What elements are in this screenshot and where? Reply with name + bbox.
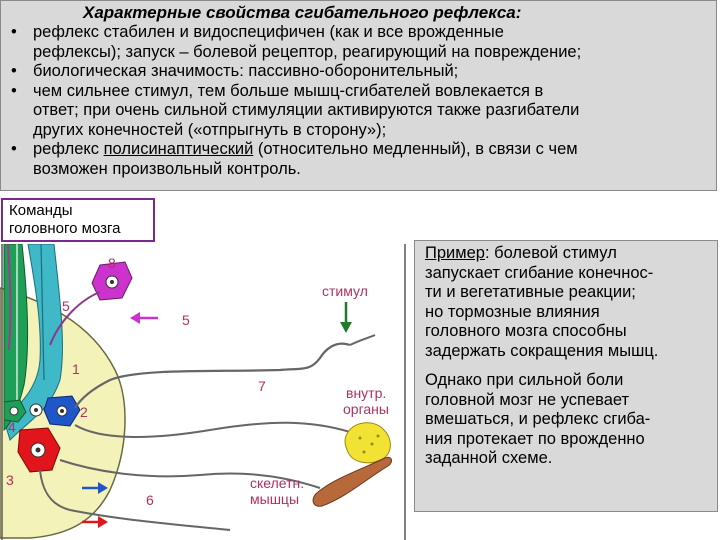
- label-n3: 3: [6, 472, 14, 488]
- internal-organ-icon: [344, 422, 391, 464]
- however-paragraph: Однако при сильной боли головной мозг не…: [425, 371, 651, 467]
- label-muscles-1: скелетн.: [250, 475, 304, 491]
- bullet: •: [11, 140, 17, 158]
- bullet: •: [11, 81, 17, 100]
- cyan-axon: [40, 244, 45, 381]
- bullet: •: [11, 62, 17, 80]
- properties-title: Характерные свойства сгибательного рефле…: [83, 3, 522, 22]
- label-n2: 2: [80, 404, 88, 420]
- neuron-cyan: [29, 403, 43, 417]
- label-n6: 6: [146, 492, 154, 508]
- label-organs-1: внутр.: [346, 385, 386, 401]
- cyan-tract: [3, 244, 63, 441]
- bullet: •: [11, 23, 17, 41]
- receptor-ending: [349, 334, 376, 346]
- skeletal-muscle-icon: [312, 456, 393, 507]
- sensory-fiber: [74, 342, 351, 409]
- property-item: • рефлекс полисинаптический (относительн…: [11, 140, 578, 178]
- brain-commands-line1: Команды: [9, 202, 73, 219]
- properties-list: • рефлекс стабилен и видоспецифичен (как…: [11, 23, 708, 179]
- brain-commands-line2: головного мозга: [9, 220, 121, 237]
- purple-fiber: [7, 244, 12, 351]
- label-n5b: 5: [182, 312, 190, 328]
- label-n4: 4: [8, 419, 16, 435]
- properties-box: Характерные свойства сгибательного рефле…: [0, 0, 717, 191]
- neuron-green: [3, 399, 27, 423]
- property-item: • чем сильнее стимул, тем больше мышц-сг…: [11, 81, 580, 139]
- label-organs-2: органы: [343, 401, 389, 417]
- stimulus-arrow-icon: [340, 302, 352, 333]
- motor-fiber: [59, 459, 321, 489]
- red-arrow-icon: [82, 516, 108, 528]
- label-n1: 1: [72, 361, 80, 377]
- blue-arrow-icon: [82, 482, 108, 494]
- label-muscles-2: мышцы: [250, 491, 299, 507]
- neuron-2: [43, 395, 81, 427]
- property-item: • рефлекс стабилен и видоспецифичен (как…: [11, 23, 582, 61]
- autonomic-fiber: [74, 421, 351, 438]
- example-word: Пример: [425, 244, 485, 262]
- motor-neuron: [17, 427, 231, 531]
- label-n7: 7: [258, 378, 266, 394]
- inhibition-arrow-icon: [130, 312, 158, 324]
- example-box: Пример: болевой стимул запускает сгибани…: [414, 240, 718, 512]
- underlined-term: полисинаптический: [103, 140, 254, 158]
- label-stimulus: стимул: [322, 283, 368, 299]
- neuron-8: [49, 261, 133, 346]
- property-item: • биологическая значимость: пассивно-обо…: [11, 62, 459, 80]
- example-paragraph: Пример: болевой стимул запускает сгибани…: [425, 244, 659, 360]
- brain-commands-box: Команды головного мозга: [1, 198, 155, 242]
- reflex-arc-diagram: 8 5 5 1 2 4 3 6 7 стимул внутр. органы с…: [0, 244, 406, 540]
- label-n8: 8: [108, 255, 116, 271]
- label-n5a: 5: [62, 298, 70, 314]
